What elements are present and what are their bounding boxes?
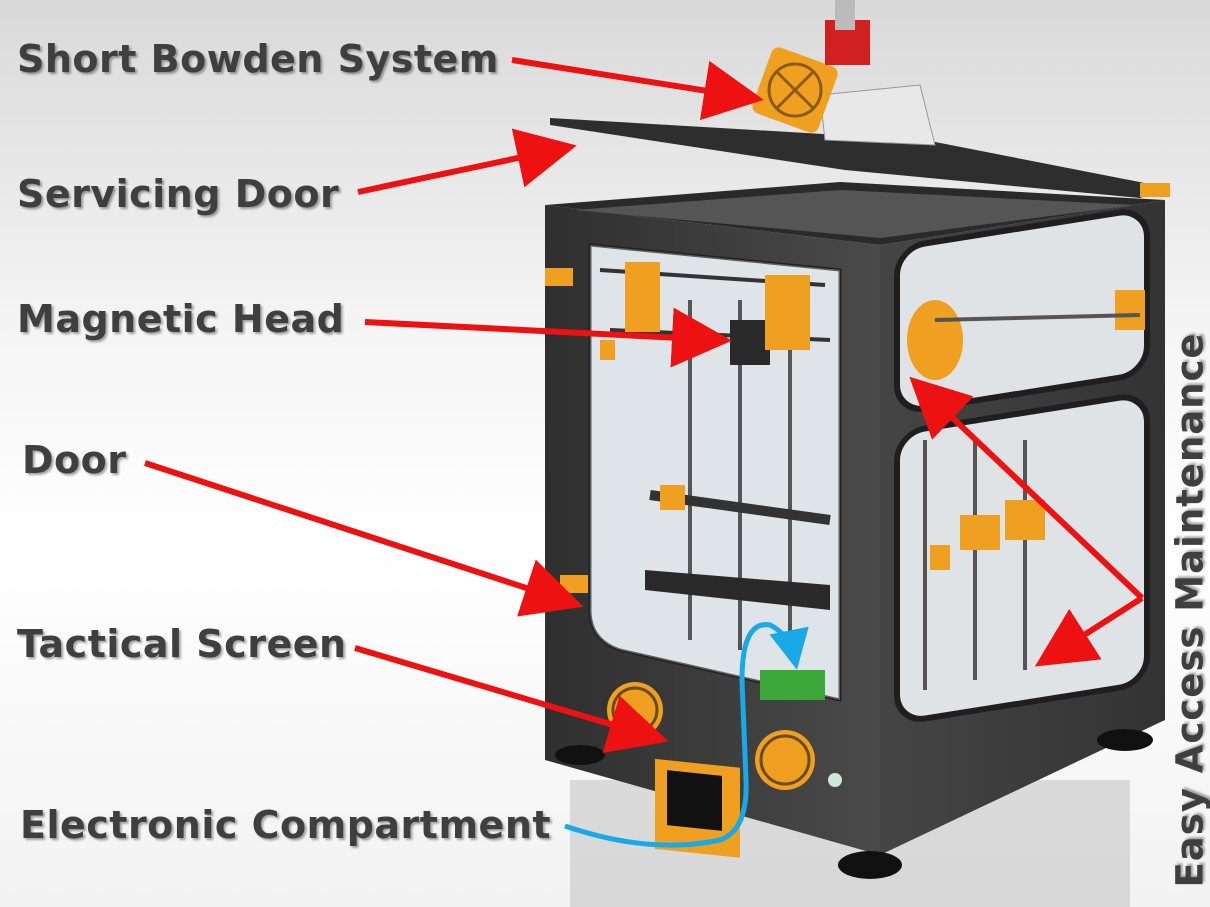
arrow-easy-access-lower [1034, 595, 1144, 667]
label-short-bowden-system: Short Bowden System [17, 37, 499, 81]
label-easy-access-maintenance-text: Easy Access Maintenance [1168, 332, 1210, 888]
arrow-magnetic-head [364, 307, 732, 368]
label-electronic-compartment: Electronic Compartment [20, 803, 552, 847]
annotation-arrows [144, 57, 1145, 848]
servicing-door-lid [550, 118, 1170, 198]
label-tactical-screen: Tactical Screen [17, 622, 347, 666]
label-magnetic-head: Magnetic Head [17, 297, 345, 341]
printer-top-frame [545, 182, 1165, 245]
arrow-tactical-screen [354, 645, 669, 754]
label-servicing-door: Servicing Door [17, 172, 340, 216]
arrow-short-bowden [511, 57, 764, 121]
internal-mechanics [545, 183, 1170, 690]
arrow-servicing-door [357, 128, 577, 195]
printer-feet [555, 729, 1153, 879]
arrow-easy-access-upper [909, 376, 1145, 601]
arrow-door [144, 460, 584, 617]
arrow-electronic-compartment [564, 622, 809, 848]
bowden-housing [752, 0, 936, 146]
label-door: Door [22, 438, 127, 482]
